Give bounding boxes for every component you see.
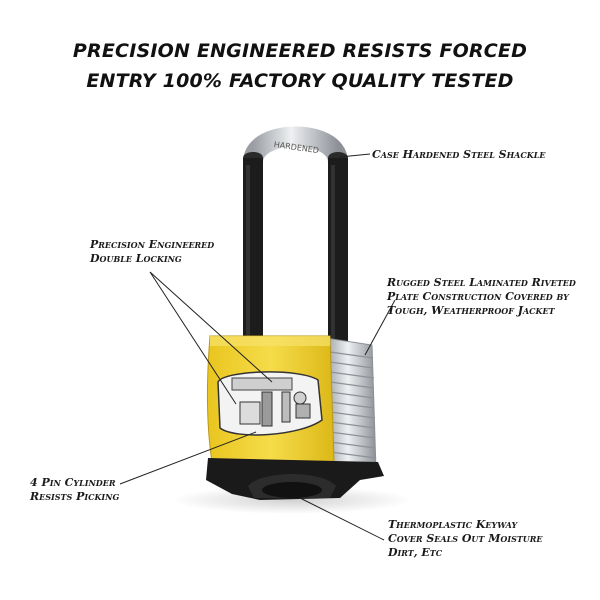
leader-double-locking-a bbox=[149, 271, 273, 383]
leader-cylinder bbox=[119, 431, 257, 485]
shackle: HARDENED bbox=[243, 126, 348, 345]
callout-keyway-line-1: Thermoplastic Keyway bbox=[388, 518, 518, 531]
headline: PRECISION ENGINEERED RESISTS FORCED ENTR… bbox=[0, 36, 600, 96]
leader-laminated bbox=[364, 299, 396, 356]
callout-double-locking-line-2: Double Locking bbox=[90, 252, 182, 265]
callout-laminated: Rugged Steel Laminated Riveted Plate Con… bbox=[387, 276, 576, 318]
callout-shackle-line-1: Case Hardened Steel Shackle bbox=[372, 148, 546, 161]
headline-line-2: ENTRY 100% FACTORY QUALITY TESTED bbox=[86, 70, 514, 92]
cutaway-mechanism bbox=[217, 371, 323, 436]
callout-cylinder-line-2: Resists Picking bbox=[30, 490, 120, 503]
bottom-bumper bbox=[206, 458, 384, 500]
callout-laminated-line-1: Rugged Steel Laminated Riveted bbox=[387, 276, 576, 289]
callout-laminated-line-2: Plate Construction Covered by bbox=[387, 290, 569, 303]
callout-shackle: Case Hardened Steel Shackle bbox=[372, 148, 545, 162]
callout-double-locking: Precision Engineered Double Locking bbox=[90, 238, 214, 266]
callout-laminated-line-3: Tough, Weatherproof Jacket bbox=[387, 304, 555, 317]
callout-leaders bbox=[119, 153, 396, 541]
callout-cylinder: 4 Pin Cylinder Resists Picking bbox=[30, 476, 119, 504]
callout-keyway-line-3: Dirt, Etc bbox=[388, 546, 443, 559]
shackle-arch bbox=[243, 126, 348, 164]
headline-line-1: PRECISION ENGINEERED RESISTS FORCED bbox=[72, 40, 528, 62]
callout-keyway-line-2: Cover Seals Out Moisture bbox=[388, 532, 543, 545]
callout-cylinder-line-1: 4 Pin Cylinder bbox=[30, 476, 116, 489]
leader-shackle bbox=[339, 153, 371, 158]
callout-keyway: Thermoplastic Keyway Cover Seals Out Moi… bbox=[388, 518, 543, 560]
callout-double-locking-line-1: Precision Engineered bbox=[90, 238, 215, 251]
leader-double-locking-b bbox=[149, 271, 237, 405]
leader-keyway bbox=[299, 497, 385, 541]
